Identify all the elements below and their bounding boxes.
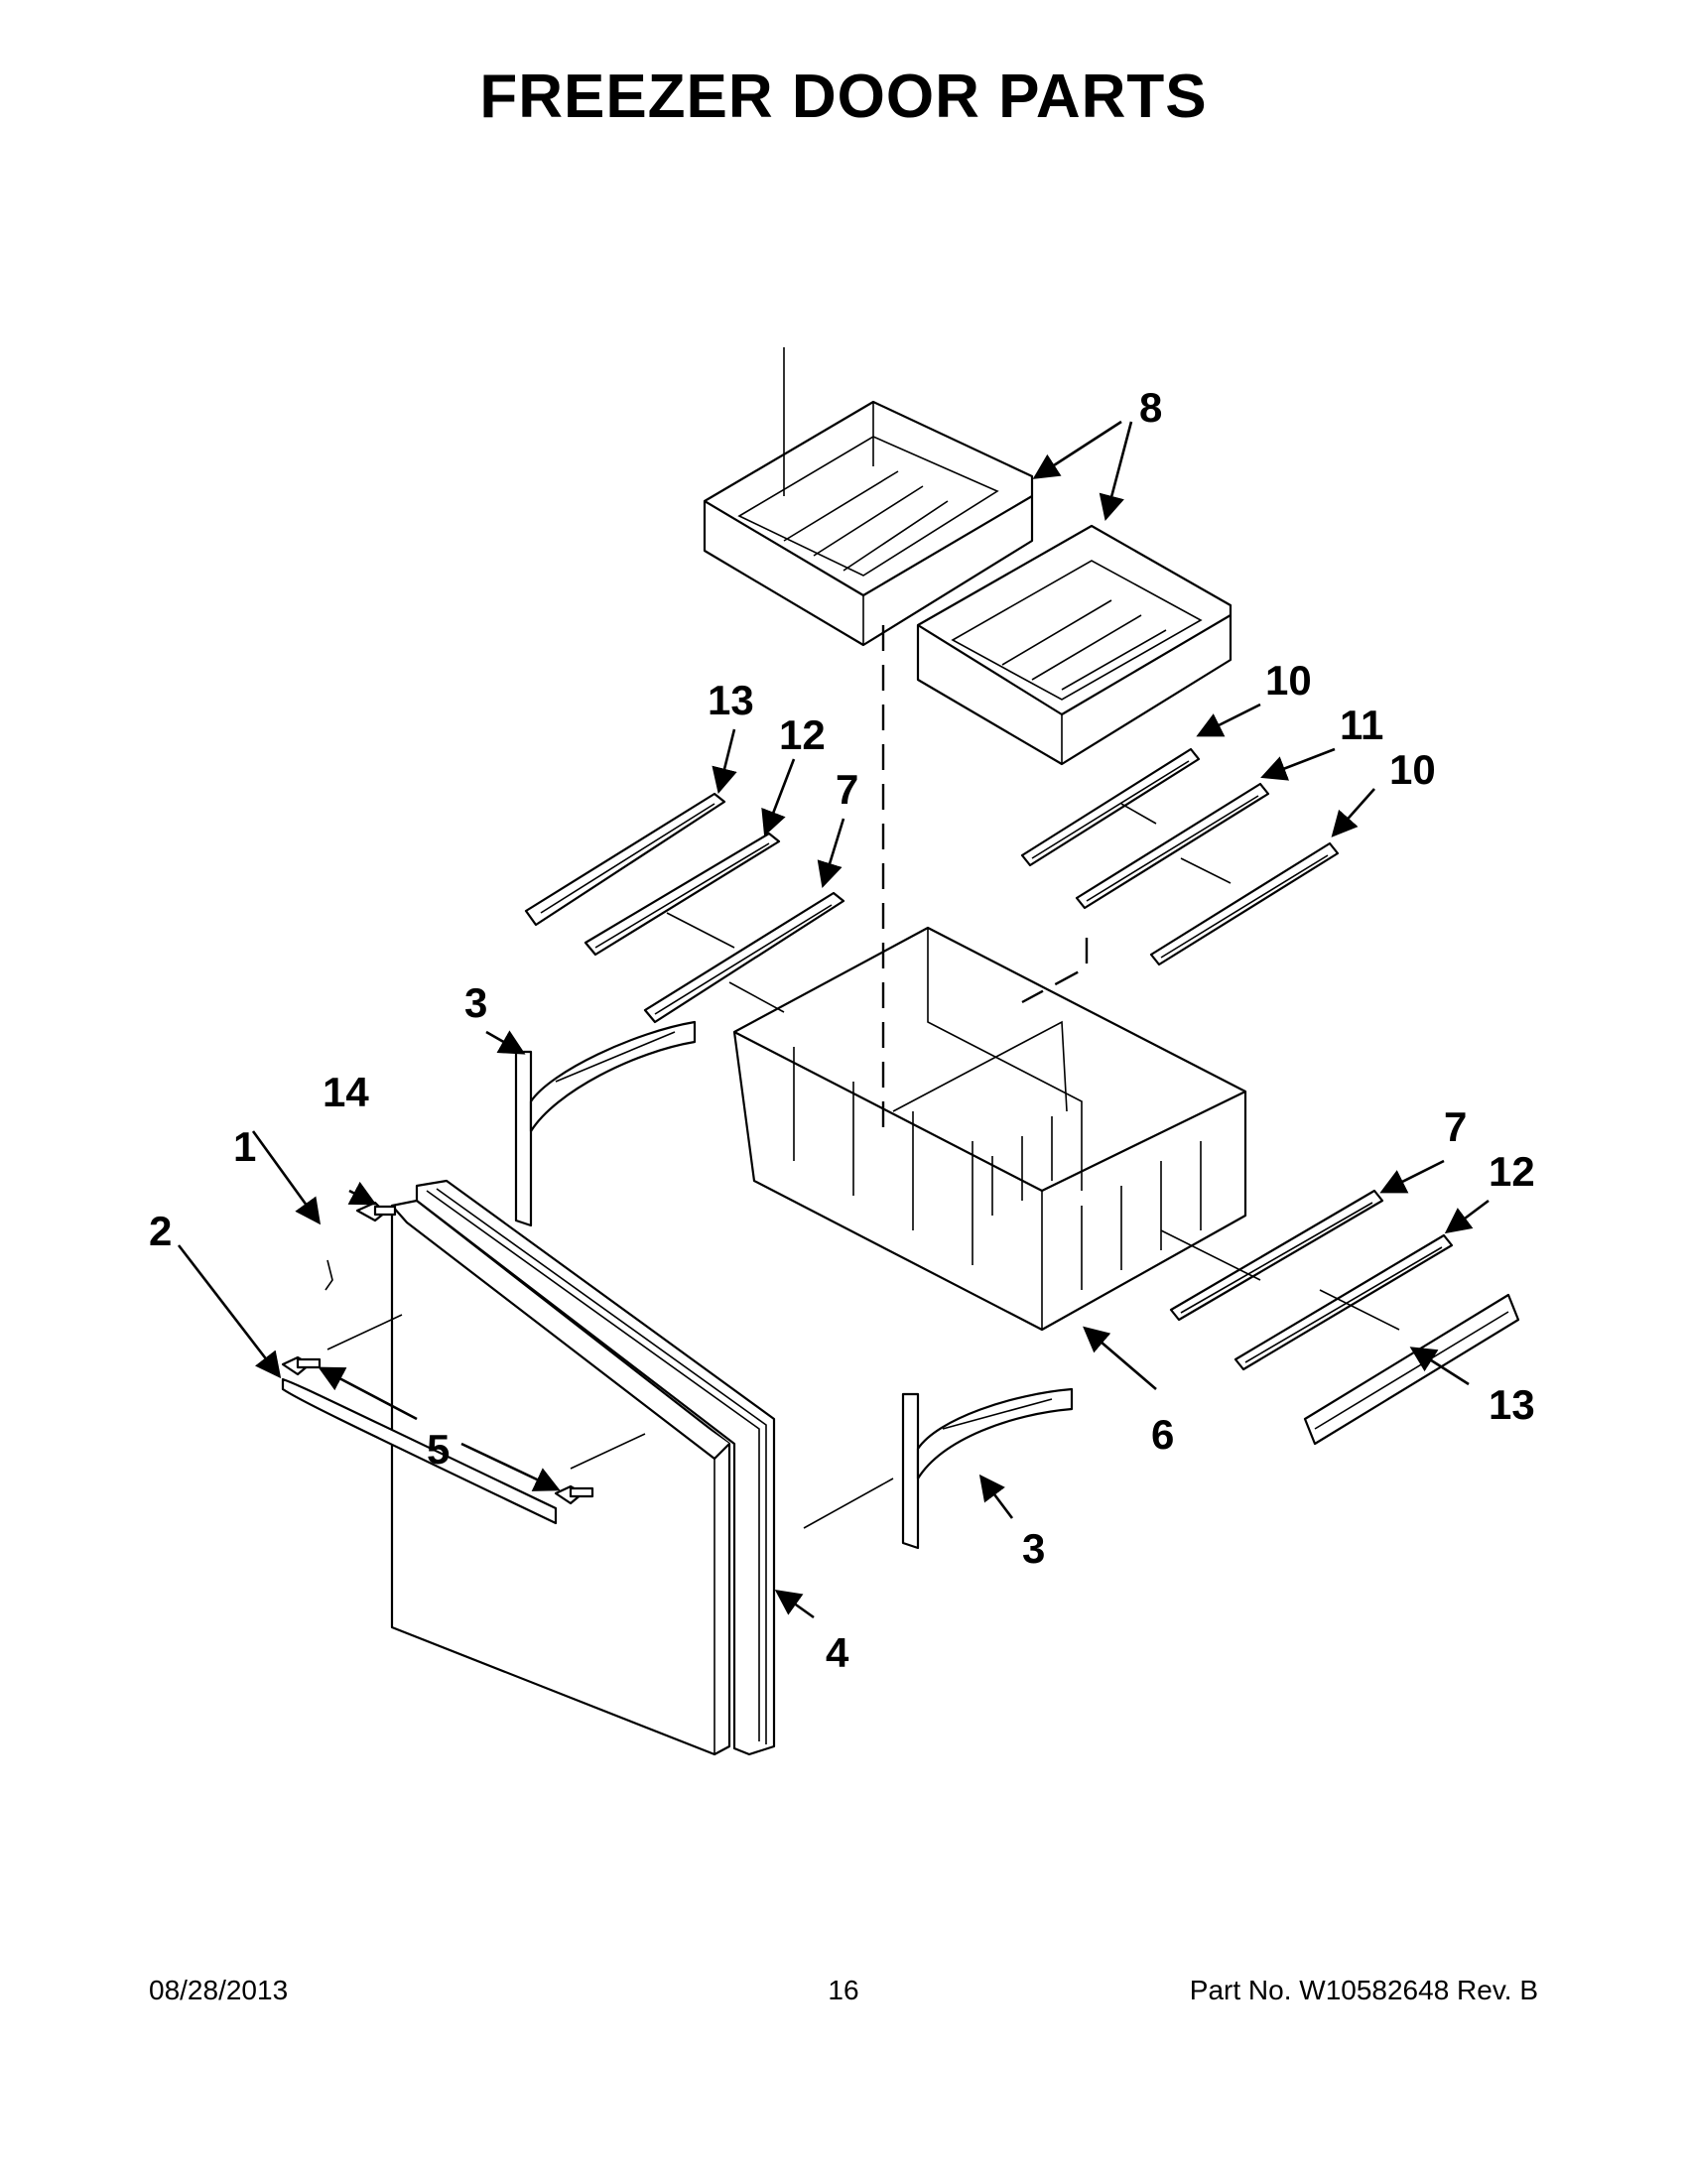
- callout-2: 2: [149, 1208, 172, 1254]
- door-handle: [281, 1377, 558, 1525]
- alignment-lines: [326, 625, 1400, 1529]
- callout-11: 11: [1340, 702, 1383, 748]
- rail-lower-7: [1169, 1189, 1384, 1322]
- rail-upper-10b: [1149, 841, 1340, 966]
- handle-screw-upper: [281, 1355, 322, 1376]
- callout-10-upper: 10: [1265, 657, 1312, 704]
- callout-labels: 8 13 12 7 10 11 10 3 14 1 2 5 7 12 13 6 …: [149, 384, 1535, 1676]
- footer-page-number: 16: [828, 1975, 859, 2005]
- rail-cover-left: [524, 792, 726, 927]
- callout-7-left: 7: [836, 766, 858, 813]
- callout-5: 5: [427, 1426, 450, 1473]
- footer-date: 08/28/2013: [149, 1975, 289, 2005]
- callout-8: 8: [1139, 384, 1162, 431]
- callout-14: 14: [323, 1069, 369, 1115]
- callout-13-right: 13: [1489, 1381, 1535, 1428]
- callout-6: 6: [1151, 1411, 1174, 1458]
- door-gasket: [415, 1179, 776, 1756]
- slide-bracket-right: [901, 1387, 1074, 1550]
- callout-3-left: 3: [464, 979, 487, 1026]
- leader-arrows: [177, 420, 1490, 1619]
- callout-4: 4: [826, 1629, 849, 1676]
- slide-bracket-left: [514, 1020, 697, 1227]
- rail-upper-10a: [1020, 747, 1201, 867]
- callout-7-right: 7: [1444, 1103, 1467, 1150]
- callout-12-right: 12: [1489, 1148, 1535, 1195]
- callout-12-left: 12: [779, 711, 826, 758]
- rail-left-12: [584, 832, 781, 957]
- rail-left-7: [643, 891, 845, 1024]
- footer-part-number: Part No. W10582648 Rev. B: [1189, 1975, 1538, 2005]
- handle-screw-lower: [554, 1484, 594, 1505]
- callout-13-left: 13: [708, 677, 754, 723]
- upper-basket-left: [703, 347, 1034, 647]
- rail-upper-11: [1075, 782, 1270, 910]
- rail-cover-lower: [1303, 1293, 1520, 1446]
- page-title: FREEZER DOOR PARTS: [479, 63, 1208, 131]
- door-screw: [355, 1201, 397, 1222]
- callout-3-right: 3: [1022, 1525, 1045, 1572]
- main-freezer-basket: [732, 926, 1247, 1332]
- callout-10-lower: 10: [1389, 746, 1436, 793]
- upper-basket-right: [916, 524, 1233, 766]
- freezer-door: [324, 1199, 731, 1756]
- callout-1: 1: [233, 1123, 256, 1170]
